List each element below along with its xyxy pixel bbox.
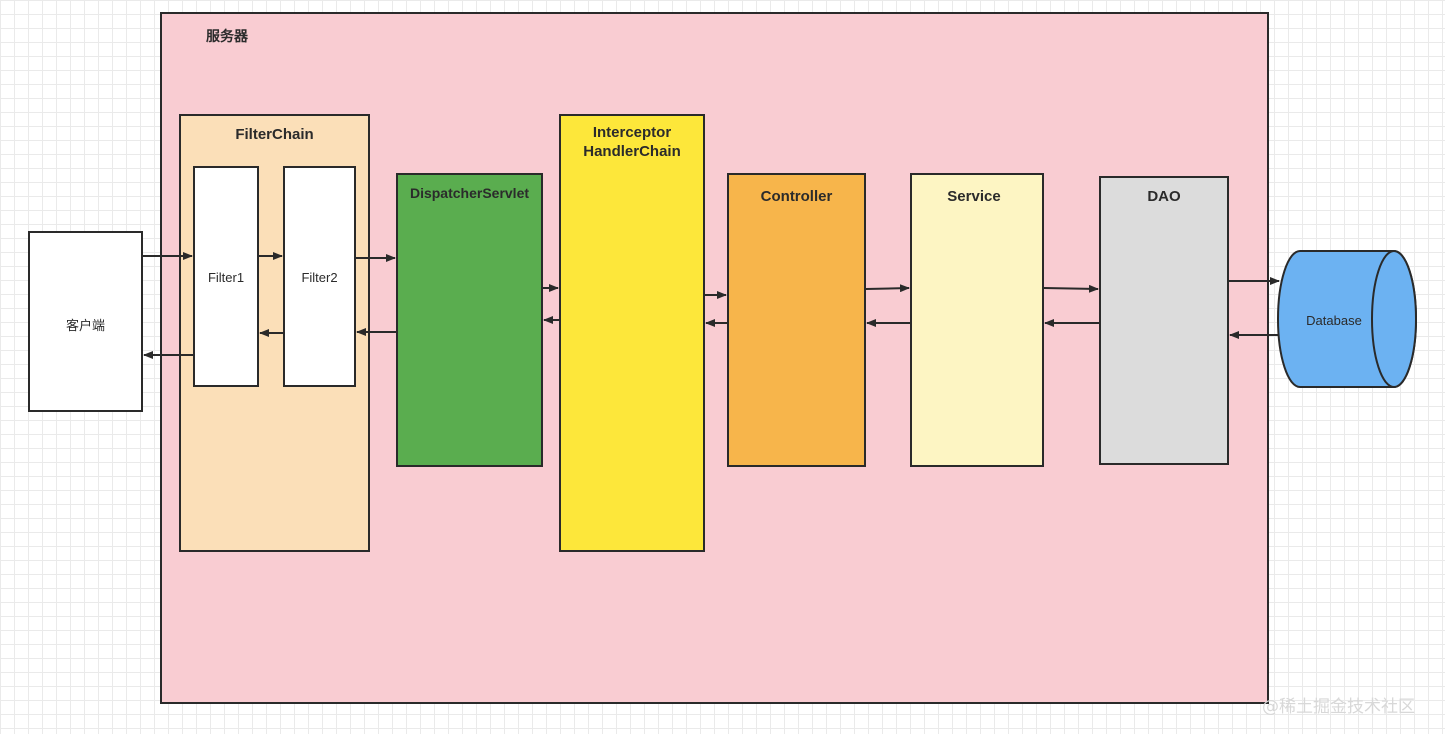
interceptor-label-line1: Interceptor [592, 124, 672, 141]
database-label: Database [1306, 313, 1362, 328]
dispatcher-servlet-label: DispatcherServlet [409, 185, 530, 201]
server-label: 服务器 [206, 28, 248, 44]
database-cylinder [1277, 250, 1417, 388]
service-box: Service [910, 173, 1044, 467]
controller-label: Controller [760, 188, 833, 205]
client-label: 客户端 [65, 318, 105, 333]
dispatcher-servlet-box: DispatcherServlet [396, 173, 543, 467]
interceptor-label-line2: HandlerChain [583, 143, 681, 160]
arrow-service-to-dao [1043, 284, 1099, 293]
dao-box: DAO [1099, 176, 1229, 465]
filter1-box: Filter1 [193, 166, 259, 387]
filterchain-title: FilterChain [235, 126, 314, 143]
arrow-controller-to-service [865, 284, 910, 293]
filter2-box: Filter2 [283, 166, 356, 387]
service-label: Service [947, 188, 1001, 205]
interceptor-box: Interceptor HandlerChain [559, 114, 705, 552]
filter1-label: Filter1 [207, 270, 245, 285]
filter2-label: Filter2 [301, 270, 338, 285]
watermark: @稀土掘金技术社区 [1262, 697, 1415, 717]
dao-label: DAO [1147, 188, 1181, 205]
controller-box: Controller [727, 173, 866, 467]
client-box: 客户端 [28, 231, 143, 412]
